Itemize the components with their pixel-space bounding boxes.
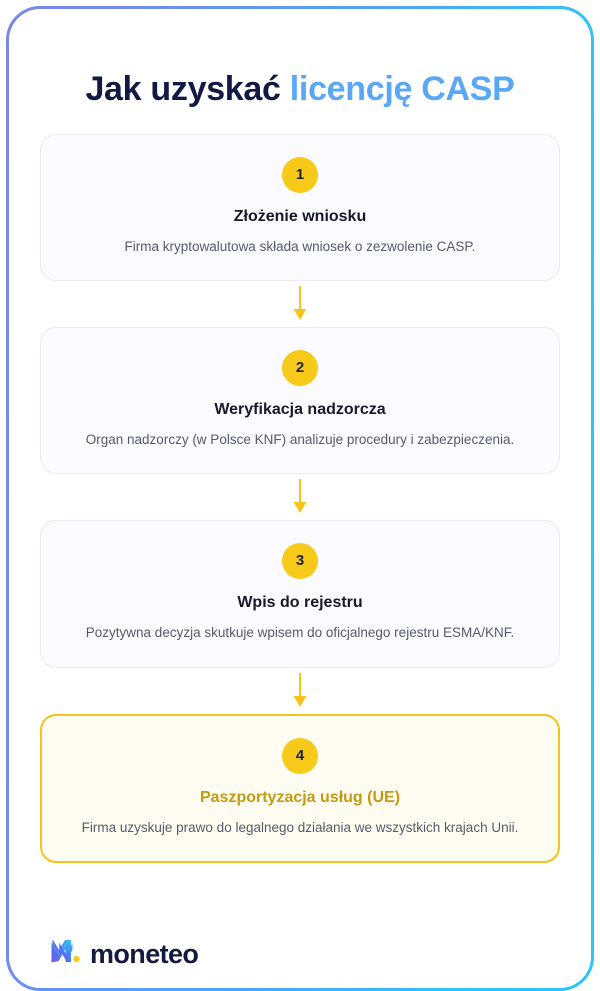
- connector-1-to-2: [40, 281, 560, 327]
- step-description-1: Firma kryptowalutowa składa wniosek o ze…: [124, 239, 476, 254]
- connector-3-to-4: [40, 668, 560, 714]
- page-title-accent: licencję CASP: [289, 69, 515, 108]
- step-number-badge-3: 3: [282, 543, 318, 580]
- connector-2-to-3: [40, 474, 560, 520]
- moneteo-logo-icon: [51, 939, 81, 970]
- step-card-4: 4 Paszportyzacja usług (UE) Firma uzysku…: [40, 713, 560, 863]
- page-title-plain: Jak uzyskać: [85, 69, 290, 108]
- page-title: Jak uzyskać licencję CASP: [9, 70, 591, 109]
- step-description-3: Pozytywna decyzja skutkuje wpisem do ofi…: [85, 625, 515, 641]
- step-title-3: Wpis do rejestru: [237, 594, 363, 612]
- infographic-frame: Jak uzyskać licencję CASP 1 Złożenie wni…: [6, 6, 594, 991]
- step-description-4: Firma uzyskuje prawo do legalnego działa…: [81, 819, 519, 835]
- arrow-down-icon: [292, 286, 308, 322]
- step-card-2: 2 Weryfikacja nadzorcza Organ nadzorczy …: [40, 327, 560, 475]
- process-flow: 1 Złożenie wniosku Firma kryptowalutowa …: [40, 134, 560, 863]
- step-card-1: 1 Złożenie wniosku Firma kryptowalutowa …: [40, 134, 560, 282]
- arrow-down-icon: [292, 672, 308, 709]
- infographic-canvas: Jak uzyskać licencję CASP 1 Złożenie wni…: [9, 9, 591, 988]
- brand-wordmark: moneteo: [90, 939, 199, 969]
- footer-branding: moneteo: [51, 939, 199, 970]
- step-description-2: Organ nadzorczy (w Polsce KNF) analizuje…: [85, 432, 515, 448]
- step-number-badge-4: 4: [282, 737, 318, 774]
- step-number-badge-1: 1: [282, 157, 318, 193]
- step-title-1: Złożenie wniosku: [233, 208, 367, 225]
- step-title-4: Paszportyzacja usług (UE): [199, 788, 401, 806]
- step-title-2: Weryfikacja nadzorcza: [214, 401, 386, 419]
- step-card-3: 3 Wpis do rejestru Pozytywna decyzja sku…: [40, 520, 560, 668]
- step-number-badge-2: 2: [282, 350, 318, 387]
- arrow-down-icon: [292, 479, 308, 515]
